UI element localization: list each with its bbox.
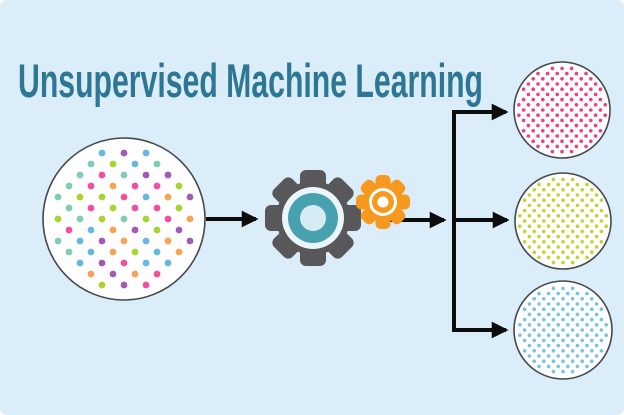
large-gear-icon: [265, 170, 361, 266]
input-data-circle: [42, 137, 206, 301]
processing-gears-icon: [265, 170, 410, 266]
cluster-bottom-dots: [518, 286, 608, 374]
page-title: Unsupervised Machine Learning: [18, 54, 483, 107]
cluster-middle-dots: [518, 177, 608, 265]
small-gear-icon: [356, 175, 410, 229]
cluster-circle-middle: [514, 172, 612, 270]
mixed-data-dots: [54, 149, 194, 289]
cluster-circle-top: [513, 61, 611, 159]
cluster-circle-bottom: [513, 280, 613, 380]
cluster-top-dots: [517, 66, 607, 154]
